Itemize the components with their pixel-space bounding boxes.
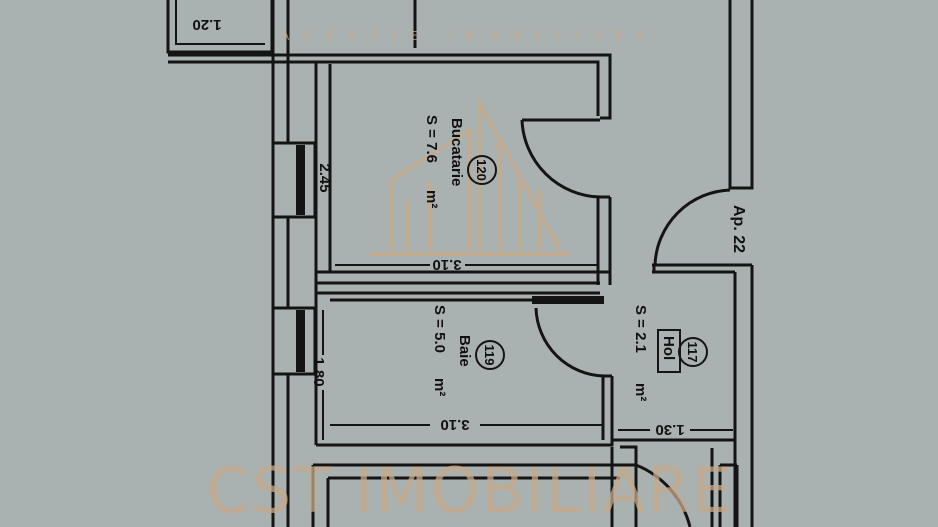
room-area-unit: m² [632, 383, 649, 401]
dimension-hall-width: 1.30 [655, 421, 684, 438]
watermark-logo: CST IMOBILIARE AGENTIE IMOBILIARA [206, 29, 733, 527]
room-number: 117 [685, 342, 700, 363]
walls [166, 0, 754, 527]
room-area: S = 7.6 [423, 115, 440, 163]
dimension-kitchen-width: 3.10 [432, 256, 461, 273]
room-area: S = 5.0 [431, 305, 448, 353]
room-area-unit: m² [431, 378, 448, 396]
room-name: Hol [660, 336, 677, 360]
dimension-lines [322, 70, 733, 440]
dimension-bath-width: 3.10 [440, 416, 469, 433]
room-area: S = 2.1 [632, 305, 649, 353]
room-number: 119 [482, 345, 497, 366]
room-name: Baie [456, 335, 473, 367]
neighbor-label: Ap. 22 [730, 205, 747, 253]
room-kitchen: 120 Bucatarie S = 7.6 m² [423, 115, 497, 208]
dimension-kitchen-height: 2.45 [316, 163, 333, 192]
watermark-tagline: AGENTIE IMOBILIARA [281, 29, 659, 43]
room-bath: 119 Baie S = 5.0 m² [431, 305, 505, 396]
watermark-brand: CST IMOBILIARE [206, 454, 733, 527]
dimension-top-box: 1.20 [192, 16, 221, 33]
room-area-unit: m² [423, 190, 440, 208]
room-number: 120 [474, 159, 489, 181]
room-hall: 117 Hol S = 2.1 m² [632, 305, 708, 401]
dimension-bath-height: 1.80 [310, 357, 327, 386]
room-name: Bucatarie [448, 118, 465, 186]
